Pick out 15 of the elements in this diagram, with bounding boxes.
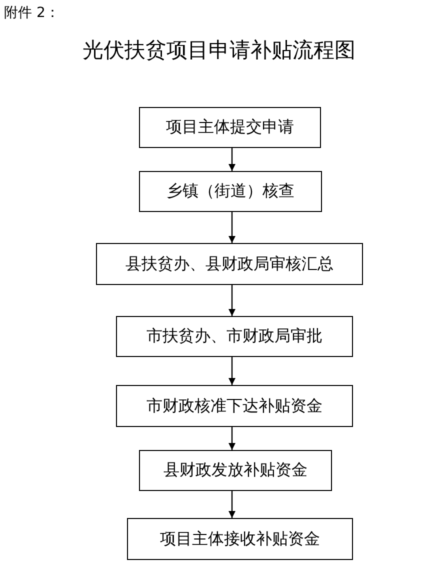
arrow — [228, 427, 236, 450]
process-box: 项目主体接收补贴资金 — [127, 518, 353, 560]
process-box: 县财政发放补贴资金 — [139, 450, 332, 491]
arrow — [228, 357, 236, 385]
process-box: 县扶贫办、县财政局审核汇总 — [96, 243, 363, 285]
attachment-label: 附件 2： — [4, 4, 60, 22]
arrow — [228, 212, 236, 243]
process-box: 市扶贫办、市财政局审批 — [116, 316, 353, 357]
process-box: 项目主体提交申请 — [139, 107, 321, 148]
arrow — [228, 491, 236, 518]
arrow — [228, 148, 236, 171]
process-box: 乡镇（街道）核查 — [139, 171, 322, 212]
arrow — [228, 285, 236, 316]
title: 光伏扶贫项目申请补贴流程图 — [82, 38, 356, 62]
process-box: 市财政核准下达补贴资金 — [116, 385, 353, 427]
